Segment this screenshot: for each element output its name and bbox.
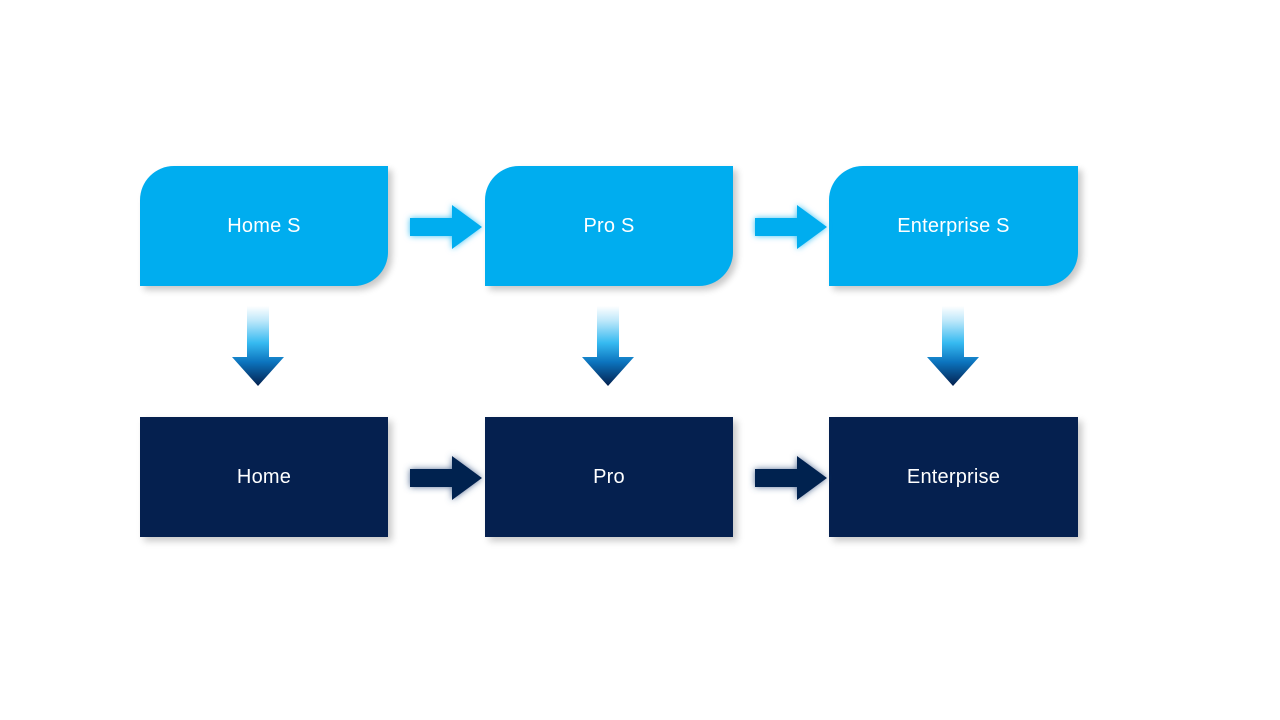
node-home-s[interactable]: Home S <box>140 166 388 286</box>
node-home-label: Home <box>236 466 292 488</box>
right-arrow-icon-pro-to-enterprise <box>749 451 833 505</box>
down-arrow-icon-enterprise-s-to-enterprise <box>923 306 983 390</box>
node-pro[interactable]: Pro <box>485 417 733 537</box>
node-pro-s[interactable]: Pro S <box>485 166 733 286</box>
right-arrow-icon-home-to-pro <box>404 451 488 505</box>
node-enterprise-s-label: Enterprise S <box>897 215 1010 237</box>
node-enterprise-label: Enterprise <box>906 466 1001 488</box>
down-arrow-icon-home-s-to-home <box>228 306 288 390</box>
node-home[interactable]: Home <box>140 417 388 537</box>
node-pro-label: Pro <box>593 466 625 488</box>
node-enterprise[interactable]: Enterprise <box>829 417 1078 537</box>
down-arrow-icon-pro-s-to-pro <box>578 306 638 390</box>
node-enterprise-s[interactable]: Enterprise S <box>829 166 1078 286</box>
right-arrow-icon-pro-s-to-enterprise-s <box>749 200 833 254</box>
node-pro-s-label: Pro S <box>583 215 635 237</box>
right-arrow-icon-home-s-to-pro-s <box>404 200 488 254</box>
node-home-s-label: Home S <box>227 215 301 237</box>
